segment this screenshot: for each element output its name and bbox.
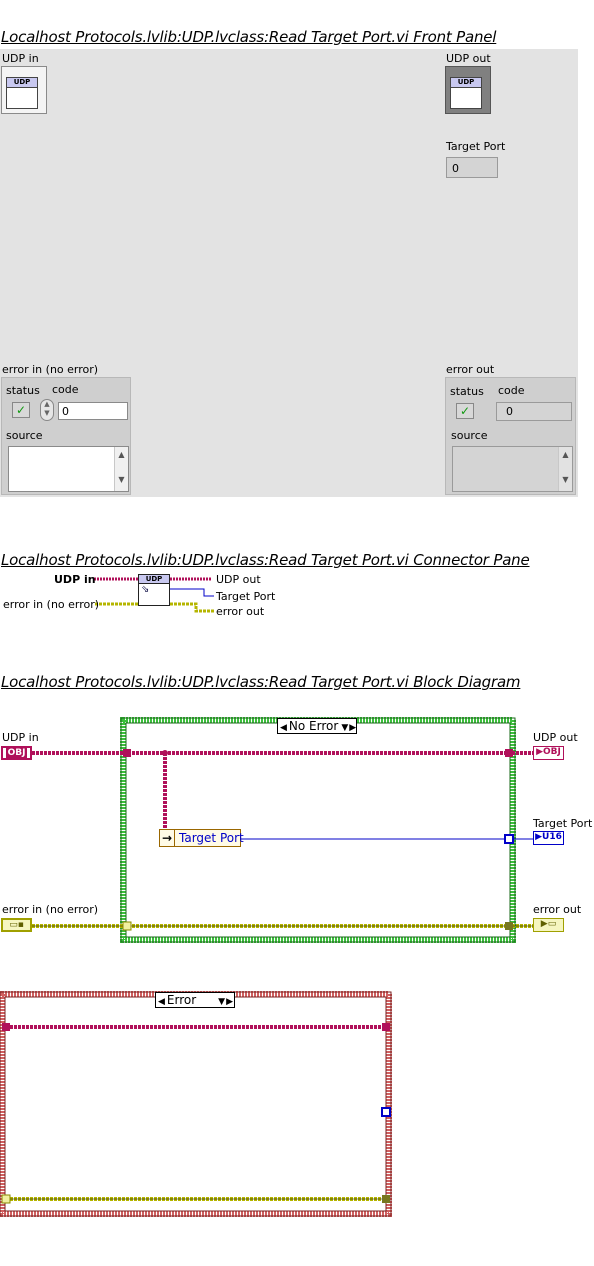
- bd-error-out-terminal[interactable]: ▶▭: [533, 918, 564, 932]
- bd-udp-out-terminal[interactable]: ▶OBJ: [533, 746, 564, 760]
- code-label: code: [498, 384, 525, 397]
- error-in-label: error in (no error): [2, 363, 99, 376]
- udp-class-icon: UDP: [6, 77, 38, 109]
- target-port-indicator: 0: [446, 157, 498, 178]
- connector-wires: [94, 577, 214, 613]
- u16-tag: U16: [542, 832, 562, 842]
- source-scrollbar[interactable]: ▲ ▼: [114, 447, 128, 491]
- cp-error-in-label: error in (no error): [3, 598, 100, 611]
- case-label: No Error: [288, 719, 339, 733]
- obj-tag: OBJ: [5, 748, 28, 758]
- unbundle-by-name-node[interactable]: → Target Port: [159, 829, 244, 847]
- front-panel-title: Localhost Protocols.lvlib:UDP.lvclass:Re…: [1, 28, 497, 46]
- bd-udp-in-terminal[interactable]: OBJ: [1, 746, 32, 760]
- code-input[interactable]: 0: [58, 402, 128, 420]
- udp-class-icon: UDP: [450, 77, 482, 109]
- connector-pane-title: Localhost Protocols.lvlib:UDP.lvclass:Re…: [1, 551, 530, 569]
- source-label: source: [6, 429, 43, 442]
- cluster-icon: ▭▪: [9, 920, 24, 930]
- cp-udp-in-label: UDP in: [54, 573, 96, 586]
- scroll-down-icon[interactable]: ▼: [562, 475, 569, 484]
- code-label: code: [52, 383, 79, 396]
- case-selector-terminal: [122, 921, 132, 931]
- case-next-icon[interactable]: ▶: [349, 723, 357, 733]
- vi-icon-text: UDP: [139, 575, 169, 584]
- case-dropdown-icon[interactable]: ▼: [341, 723, 349, 733]
- case-selector-error[interactable]: ◀Error ▼▶: [155, 992, 235, 1008]
- udp-in-label: UDP in: [2, 52, 39, 65]
- code-increment-icon[interactable]: ▲▼: [40, 399, 54, 421]
- udp-out-indicator: UDP: [445, 66, 491, 114]
- no-error-wires: [32, 751, 533, 928]
- scroll-up-icon[interactable]: ▲: [562, 450, 569, 459]
- bd-target-port-label: Target Port: [533, 817, 593, 830]
- case-selector-no-error[interactable]: ◀No Error▼▶: [277, 718, 357, 734]
- cp-error-out-label: error out: [216, 605, 265, 618]
- bd-udp-out-label: UDP out: [533, 731, 578, 744]
- arrow-right-icon: ▶: [535, 832, 543, 842]
- cluster-icon: ▭: [547, 919, 557, 929]
- obj-tag: OBJ: [543, 747, 561, 757]
- udp-in-control[interactable]: UDP: [1, 66, 47, 114]
- tunnel-err-out: [382, 1195, 390, 1203]
- target-port-label: Target Port: [446, 140, 506, 153]
- unbundle-label: Target Port: [179, 831, 244, 845]
- error-out-label: error out: [446, 363, 495, 376]
- error-out-cluster: status code ✓ 0 source ▲ ▼: [445, 377, 576, 495]
- status-label: status: [6, 384, 40, 397]
- tunnel-out: [505, 749, 513, 757]
- bd-error-in-terminal[interactable]: ▭▪: [1, 918, 32, 932]
- cp-udp-out-label: UDP out: [216, 573, 261, 586]
- tunnel-in: [123, 749, 131, 757]
- error-case-wires: [6, 1025, 386, 1201]
- bd-udp-in-label: UDP in: [2, 731, 39, 744]
- tunnel-u16: [381, 1107, 391, 1117]
- scroll-up-icon[interactable]: ▲: [118, 450, 125, 459]
- case-label: Error: [166, 993, 197, 1007]
- case-prev-icon[interactable]: ◀: [158, 997, 165, 1007]
- source-input[interactable]: ▲ ▼: [8, 446, 129, 492]
- code-indicator: 0: [496, 402, 572, 421]
- bd-error-out-label: error out: [533, 903, 582, 916]
- class-icon-text: UDP: [451, 78, 481, 88]
- source-indicator: ▲ ▼: [452, 446, 573, 492]
- status-check-icon: ✓: [456, 403, 474, 419]
- vi-icon-glyph: ⇘: [141, 584, 150, 595]
- case-dropdown-icon[interactable]: ▼: [218, 997, 226, 1007]
- bd-error-in-label: error in (no error): [2, 903, 99, 916]
- bd-target-port-terminal[interactable]: ▶U16: [533, 831, 564, 845]
- vi-icon[interactable]: UDP ⇘: [138, 574, 170, 606]
- case-prev-icon[interactable]: ◀: [280, 723, 287, 733]
- status-label: status: [450, 385, 484, 398]
- class-icon-text: UDP: [7, 78, 37, 88]
- case-next-icon[interactable]: ▶: [226, 997, 234, 1007]
- case-structure-error: [0, 991, 392, 1217]
- udp-out-label: UDP out: [446, 52, 491, 65]
- cp-target-port-label: Target Port: [216, 590, 276, 603]
- status-check-icon[interactable]: ✓: [12, 402, 30, 418]
- source-scrollbar[interactable]: ▲ ▼: [558, 447, 572, 491]
- tunnel-out: [382, 1023, 390, 1031]
- scroll-down-icon[interactable]: ▼: [118, 475, 125, 484]
- tunnel-u16: [504, 834, 514, 844]
- arrow-right-icon: ▶: [540, 919, 548, 929]
- error-in-cluster: status code ✓ ▲▼ 0 source ▲ ▼: [1, 377, 131, 495]
- wire-junction: [162, 750, 168, 756]
- block-diagram-title: Localhost Protocols.lvlib:UDP.lvclass:Re…: [1, 673, 521, 691]
- unbundle-arrow-icon: →: [160, 830, 175, 846]
- source-label: source: [451, 429, 488, 442]
- tunnel-err-out: [505, 922, 513, 930]
- arrow-right-icon: ▶: [536, 747, 544, 757]
- case-selector-terminal: [1, 1194, 11, 1204]
- tunnel-in: [2, 1023, 10, 1031]
